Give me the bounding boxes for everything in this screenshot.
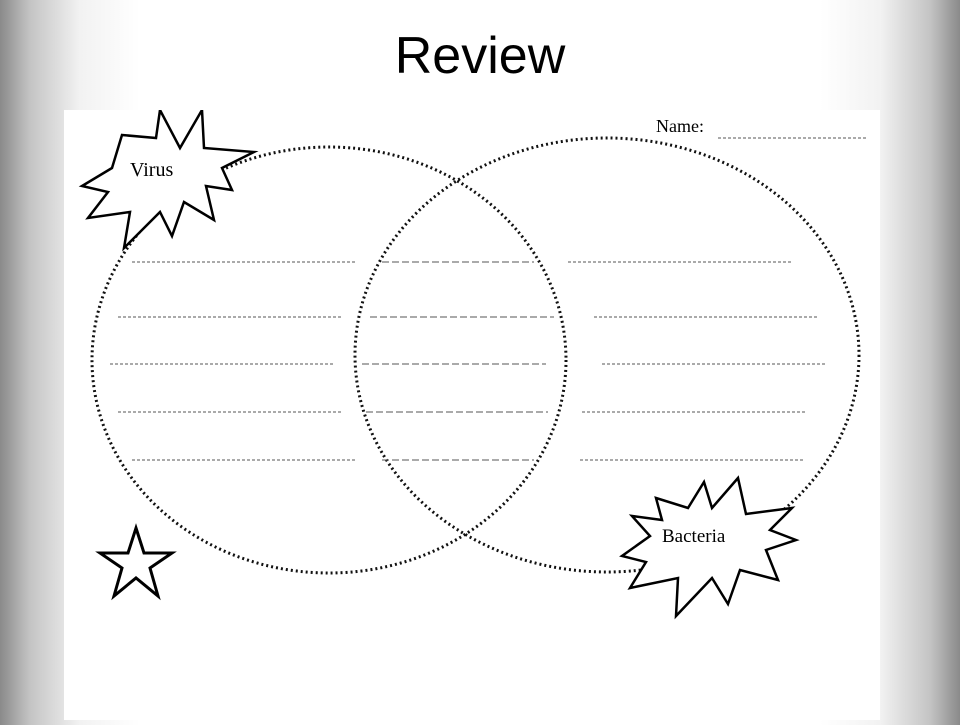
star-icon	[95, 523, 177, 601]
venn-diagram-worksheet: Name: Virus	[64, 105, 880, 720]
bacteria-burst-icon	[619, 475, 800, 620]
bacteria-circle	[353, 136, 861, 574]
slide-title: Review	[394, 27, 566, 85]
bacteria-label: Bacteria	[662, 526, 726, 547]
name-label: Name:	[656, 116, 704, 136]
virus-answer-lines	[110, 261, 356, 461]
virus-label: Virus	[130, 159, 173, 181]
virus-circle	[90, 145, 568, 575]
both-answer-lines	[362, 261, 554, 461]
virus-burst-icon	[78, 105, 259, 252]
bacteria-answer-lines	[568, 261, 826, 461]
venn-diagram: Name: Virus	[78, 105, 868, 620]
